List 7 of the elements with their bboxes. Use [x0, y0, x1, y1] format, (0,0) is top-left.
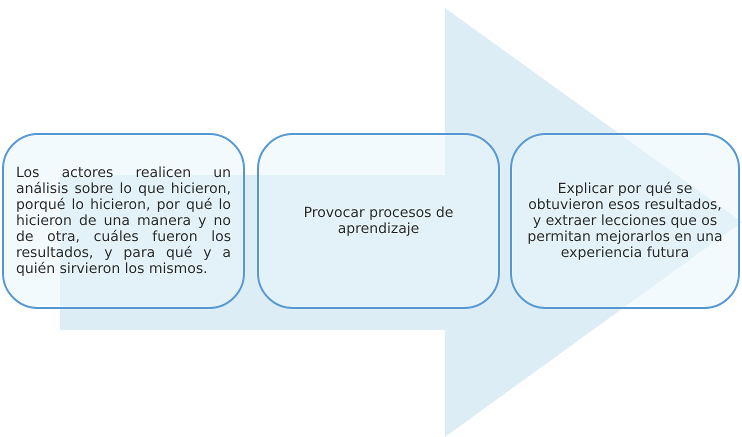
block-arrow — [60, 8, 742, 437]
rounded-box — [257, 133, 500, 309]
box-text: Explicar por qué se obtuvieron esos resultados, y extraer lecciones que os permitan mejorarlos en una experiencia futura — [526, 181, 724, 261]
box-text: Los actores realicen un análisis sobre lo que hicieron, porqué lo hicieron, por qué lo hicieron de una manera y no de otra, cuáles fueron los resultados, y para qué y a quién sirvieron los mismos. — [16, 165, 231, 277]
box-text: Provocar procesos de aprendizaje — [302, 205, 454, 237]
rounded-box — [2, 133, 245, 309]
rounded-box — [510, 133, 740, 309]
